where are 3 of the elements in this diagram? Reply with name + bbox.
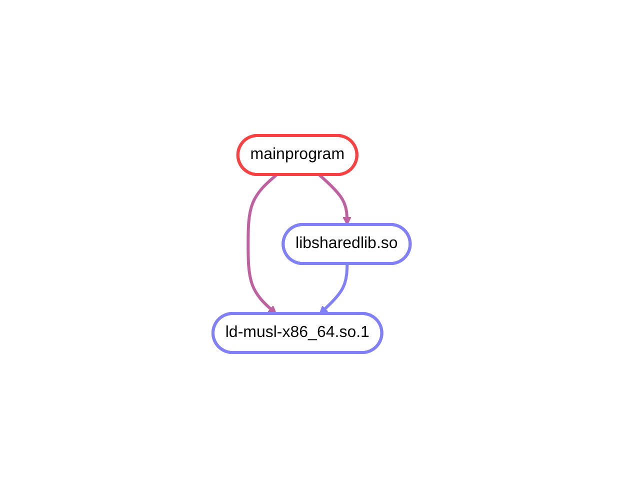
arrow (318, 174, 352, 226)
arrow (247, 174, 278, 314)
arrow (320, 264, 350, 314)
